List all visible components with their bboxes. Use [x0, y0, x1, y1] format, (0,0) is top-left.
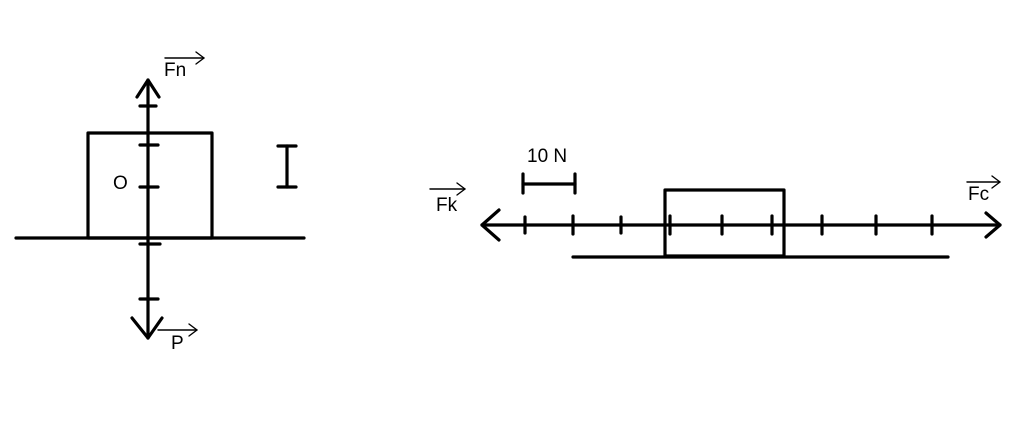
- friction-force-vector-arrow-icon: [429, 182, 466, 196]
- scale-unit-bar: [276, 144, 298, 189]
- weight-label: P: [171, 333, 184, 354]
- friction-force-arrowhead: [480, 208, 501, 242]
- normal-force-vector-arrow-icon: [164, 51, 205, 65]
- block: [86, 131, 214, 240]
- horizontal-axis-ticks: [523, 214, 934, 236]
- normal-force-arrowhead: [135, 78, 161, 99]
- right-free-body-diagram: 10 N Fk Fc: [429, 146, 1002, 259]
- applied-force-vector-arrow-icon: [966, 175, 1001, 189]
- origin-label: O: [113, 173, 128, 194]
- scale-bar: [521, 172, 577, 195]
- friction-force-label: Fk: [436, 195, 458, 216]
- weight-arrowhead: [130, 316, 164, 340]
- normal-force-label: Fn: [164, 60, 186, 81]
- block: [663, 188, 786, 258]
- applied-force-label: Fc: [968, 184, 989, 205]
- applied-force-arrowhead: [984, 211, 1002, 239]
- left-free-body-diagram: O Fn P: [14, 51, 306, 354]
- scale-label: 10 N: [527, 146, 567, 167]
- vertical-axis-ticks: [138, 104, 162, 301]
- weight-vector-arrow-icon: [157, 323, 198, 337]
